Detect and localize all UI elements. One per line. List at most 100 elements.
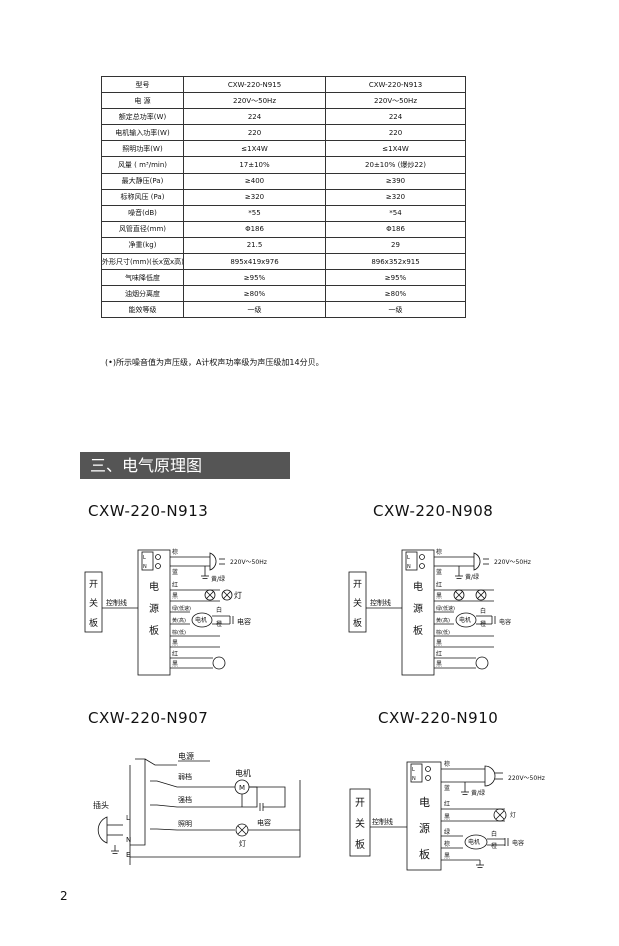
wiring-diagram-n907: 电源 弱档 强档 照明 电机 M 电容 灯 插头 L N E — [93, 751, 301, 865]
switch-board-label: 板 — [353, 617, 362, 629]
control-line-label: 控制线 — [372, 817, 393, 826]
plug-symbol — [209, 552, 217, 571]
spec-row: 标称风压 (Pa)≥320≥320 — [101, 188, 466, 206]
model-title-n907: CXW-220-N907 — [88, 709, 209, 727]
spec-value-cell: 896x352x915 — [325, 253, 466, 271]
wire-color-label: 黄(高) — [172, 617, 186, 624]
wire-color-label: 蓝 — [172, 568, 178, 576]
lamp-icon — [453, 589, 465, 601]
power-board-label: 板 — [149, 624, 159, 637]
motor-icon — [455, 612, 477, 628]
lamp-label: 灯 — [234, 590, 242, 600]
spec-value-cell: 895x419x976 — [183, 253, 326, 271]
spec-row: 噪音(dB)*55*54 — [101, 204, 466, 222]
model-title-n913: CXW-220-N913 — [88, 502, 209, 520]
header-cell: CXW-220-N915 — [183, 75, 326, 94]
light-switch-label: 照明 — [178, 820, 192, 828]
plug-symbol — [484, 765, 496, 787]
terminal-screw — [425, 766, 431, 772]
spec-value-cell: 一级 — [325, 301, 466, 319]
plug-label: 插头 — [93, 800, 109, 810]
spec-label-cell: 电 源 — [101, 92, 184, 110]
white-wire-label: 白 — [480, 607, 486, 615]
lamp-icon — [237, 825, 247, 835]
switch-board-label: 开 — [355, 798, 365, 809]
spec-label-cell: 电机输入功率(W) — [101, 124, 184, 142]
wire — [249, 786, 286, 808]
power-board-box — [406, 761, 442, 871]
spec-label-cell: 油烟分离度 — [101, 285, 184, 303]
wire-color-label: 红 — [172, 650, 178, 658]
light-module-icon — [475, 656, 489, 670]
spec-value-cell: 20±10% (爆炒22) — [325, 156, 466, 174]
plug-symbol — [473, 552, 481, 571]
spec-value-cell: *55 — [183, 204, 326, 222]
ground-label: 黄/绿 — [465, 573, 479, 581]
control-line-label: 控制线 — [370, 598, 391, 607]
wire-color-label: 黑 — [436, 640, 442, 647]
spec-row: 能效等级一级一级 — [101, 301, 466, 319]
spec-value-cell: *54 — [325, 204, 466, 222]
wiring-diagram-n908: 开 关 板 控制线 电 源 板 L N 棕 蓝 220V～50Hz 黄/绿 红 … — [348, 548, 531, 676]
spec-label-cell: 最大静压(Pa) — [101, 172, 184, 190]
spec-value-cell: 220V～50Hz — [183, 92, 326, 110]
wire-color-label: 黑 — [436, 593, 442, 600]
spec-value-cell: 220 — [325, 124, 466, 142]
spec-value-cell: ≤1X4W — [325, 140, 466, 158]
switch-board-label: 板 — [89, 617, 98, 629]
wire-color-label: 棕 — [172, 548, 178, 556]
wire-color-label: 棕 — [436, 548, 442, 556]
wire — [144, 758, 177, 766]
lamp-icon — [221, 589, 233, 601]
wire-color-label: 红 — [436, 581, 442, 589]
motor-symbol: M — [239, 784, 245, 792]
spec-value-cell: Φ186 — [183, 220, 326, 238]
lamp-icon — [475, 589, 487, 601]
spec-value-cell: 一级 — [183, 301, 326, 319]
spec-label-cell: 照明功率(W) — [101, 140, 184, 158]
switch-board-label: 开 — [89, 579, 98, 590]
terminal-label: N — [126, 836, 131, 844]
wire — [130, 780, 301, 858]
supply-label: 220V～50Hz — [494, 559, 531, 566]
wire — [130, 758, 146, 846]
capacitor-label: 电容 — [237, 617, 251, 626]
spec-value-cell: 29 — [325, 236, 466, 255]
spec-label-cell: 风管直径(mm) — [101, 220, 184, 238]
terminal-screw — [419, 563, 425, 569]
light-module-icon — [212, 656, 226, 670]
lamp-icon — [455, 591, 463, 599]
spec-value-cell: ≥320 — [183, 188, 326, 206]
lamp-label: 灯 — [239, 839, 246, 848]
terminal-block — [405, 551, 418, 571]
spec-label-cell: 噪音(dB) — [101, 204, 184, 222]
motor-icon — [464, 834, 488, 850]
terminal-label: L — [412, 767, 415, 773]
model-title-n908: CXW-220-N908 — [373, 502, 494, 520]
spec-label-cell: 外形尺寸(mm)(长x宽x高) — [101, 253, 184, 271]
lamp-icon — [477, 591, 485, 599]
model-title-n910: CXW-220-N910 — [378, 709, 499, 727]
spec-value-cell: ≤1X4W — [183, 140, 326, 158]
noise-note: (•)所示噪音值为声压级，A计权声功率级为声压级加14分贝。 — [105, 358, 324, 367]
wire — [150, 828, 235, 831]
wire-color-label: 绿(低速) — [436, 605, 455, 612]
switch-board-label: 板 — [355, 838, 365, 851]
spec-value-cell: ≥390 — [325, 172, 466, 190]
low-speed-label: 弱档 — [178, 772, 192, 781]
switch-board-label: 关 — [355, 817, 365, 830]
spec-row: 气味降低度≥95%≥95% — [101, 269, 466, 287]
wire-color-label: 红 — [172, 581, 178, 589]
wire-color-label: 黑 — [172, 593, 178, 600]
wire-color-label: 棕 — [444, 760, 450, 768]
wire-color-label: 黑 — [436, 661, 442, 668]
terminal-screw — [155, 563, 161, 569]
capacitor-label: 电容 — [499, 618, 511, 626]
spec-value-cell: Φ186 — [325, 220, 466, 238]
